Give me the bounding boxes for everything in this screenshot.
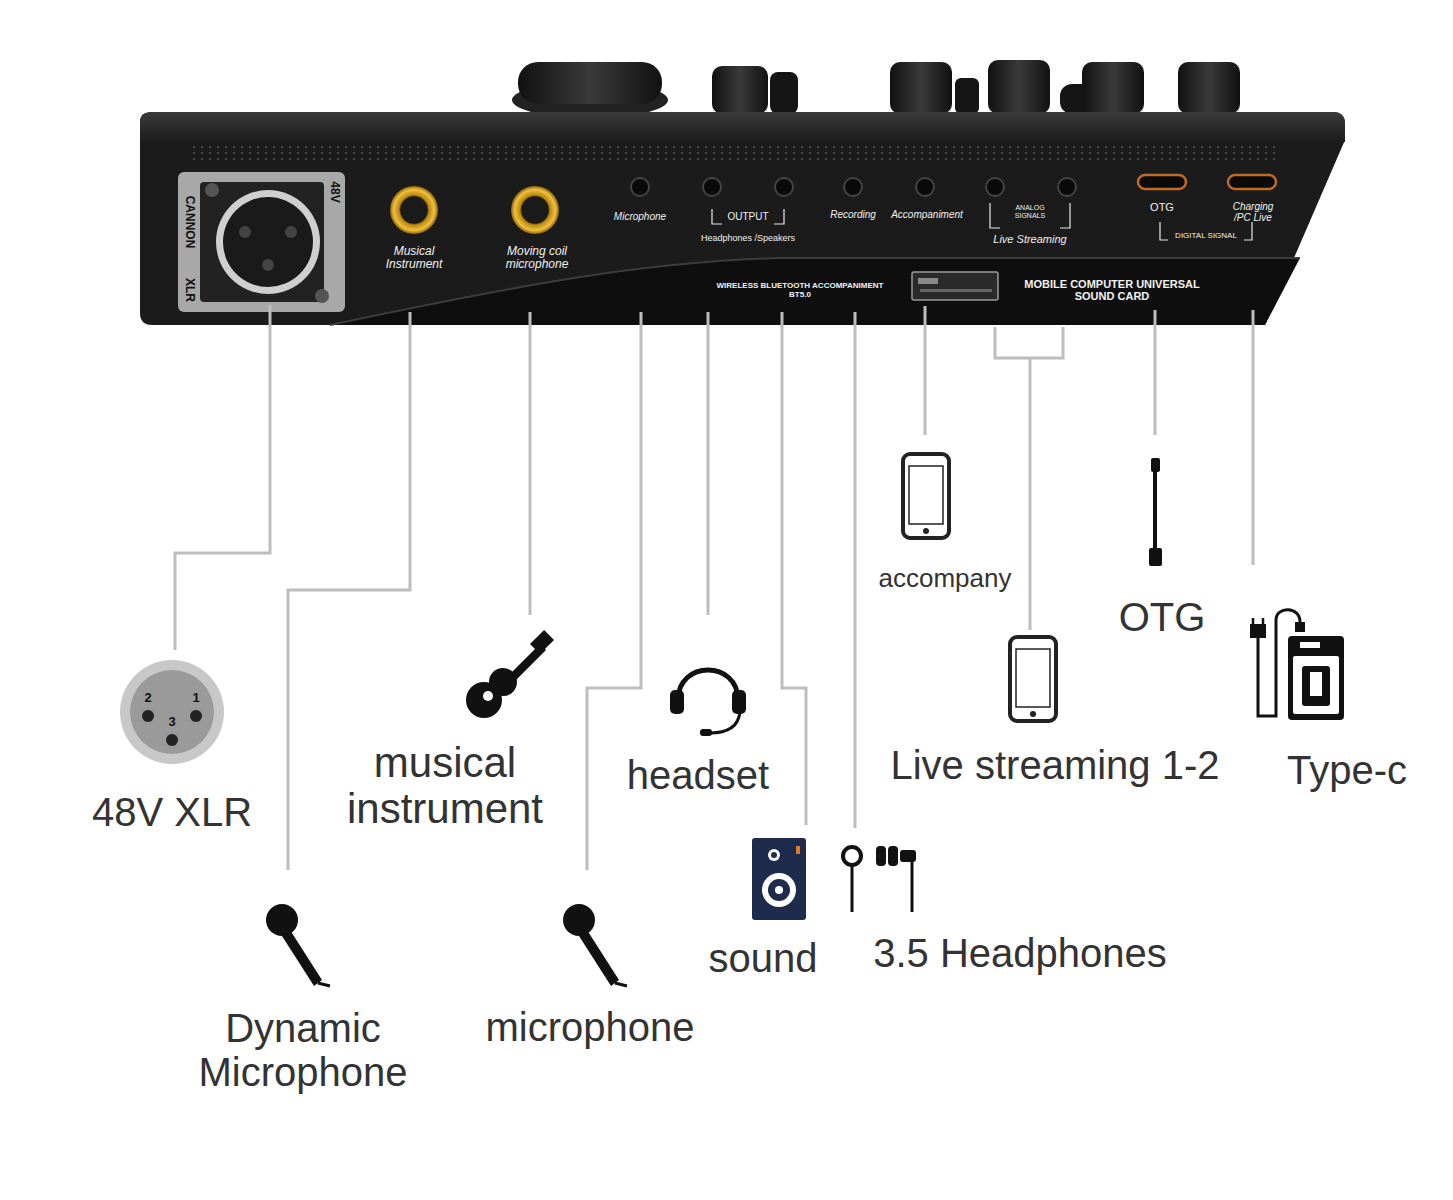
port-label: 48V (327, 181, 340, 202)
port-label: Live Streaming (993, 233, 1066, 245)
port-label: Charging /PC Live (1225, 201, 1281, 223)
port-label: DIGITAL SIGNAL (1175, 232, 1237, 241)
port-label: ANALOG SIGNALS (1010, 204, 1050, 219)
port-label: Musical Instrument (374, 245, 454, 271)
top-strip (140, 112, 1345, 142)
usb-c-port (1138, 175, 1276, 189)
port-label: CANNON (182, 196, 195, 249)
badge (920, 289, 992, 292)
port-label: OTG (1150, 201, 1174, 213)
xlr-plug-icon (120, 660, 224, 764)
panel-text: WIRELESS BLUETOOTH ACCOMPANIMENT BT5.0 (710, 282, 890, 300)
callout-label: musical instrument (320, 740, 570, 832)
mini-jack (631, 178, 1076, 196)
leader-line (175, 305, 1253, 870)
callout-label: Type-c (1287, 748, 1407, 792)
callout-label: headset (627, 753, 769, 797)
callout-label: microphone (485, 1005, 694, 1049)
port-label: Microphone (614, 211, 666, 222)
port-label: Moving coil microphone (491, 245, 583, 271)
callout-label: accompany (879, 564, 1012, 593)
earphones-icon (843, 846, 916, 912)
headset-icon (670, 670, 746, 736)
badge (918, 278, 938, 284)
knob (512, 60, 1240, 118)
callout-label: OTG (1119, 595, 1206, 639)
jack-socket (511, 186, 559, 234)
speaker-icon (752, 838, 806, 920)
panel-text: MOBILE COMPUTER UNIVERSAL SOUND CARD (1017, 278, 1207, 302)
guitar-icon (466, 630, 554, 718)
callout-label: 48V XLR (92, 790, 252, 834)
microphone-icon (266, 904, 627, 986)
pin-number: 1 (192, 691, 199, 705)
grill (190, 146, 1280, 160)
port-label: XLR (182, 278, 195, 302)
callout-label: Live streaming 1-2 (890, 743, 1219, 787)
jack-socket (390, 186, 438, 234)
xlr-socket (178, 172, 345, 312)
device-body (140, 112, 1345, 325)
otg-cable-icon (1149, 458, 1162, 566)
badge (912, 272, 998, 300)
callout-label: sound (709, 936, 818, 980)
callout-label: Dynamic Microphone (168, 1006, 438, 1094)
pin-number: 3 (168, 715, 175, 729)
callout-label: 3.5 Headphones (873, 931, 1167, 975)
port-label: OUTPUT (727, 211, 768, 222)
port-label: Accompaniment (891, 209, 963, 220)
pin-number: 2 (144, 691, 151, 705)
port-label: Recording (830, 209, 876, 220)
port-label: Headphones /Speakers (701, 234, 795, 244)
charger-icon (1250, 610, 1344, 720)
